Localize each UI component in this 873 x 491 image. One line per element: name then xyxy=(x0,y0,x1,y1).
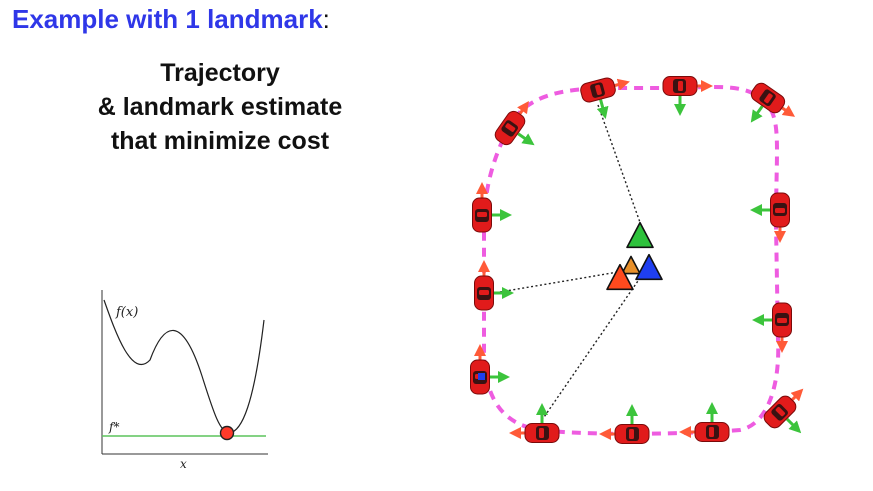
observation-line xyxy=(597,104,643,229)
x-axis-label: x xyxy=(180,457,187,471)
landmark-red-triangle xyxy=(606,263,634,291)
robot-pose xyxy=(470,344,510,395)
car-roof xyxy=(775,406,786,417)
car-roof xyxy=(595,84,602,96)
start-marker xyxy=(478,373,485,380)
cost-function-plot: f(x) f* x xyxy=(101,290,268,471)
landmark-estimates xyxy=(606,221,663,291)
subtitle-line-2: & landmark estimate xyxy=(97,93,343,121)
car-roof xyxy=(678,81,683,91)
robot-pose xyxy=(472,182,512,233)
robot-pose xyxy=(763,388,804,434)
car-roof xyxy=(477,212,487,217)
slide-subtitle: Trajectory & landmark estimate that mini… xyxy=(20,56,420,158)
subtitle-line-1: Trajectory xyxy=(160,59,280,87)
car-roof xyxy=(629,429,634,439)
trajectory-path xyxy=(482,84,781,436)
car-roof xyxy=(764,93,773,104)
car-roof xyxy=(775,208,785,213)
heading-colon: : xyxy=(322,4,330,34)
car-roof xyxy=(777,318,787,323)
slide-heading: Example with 1 landmark: xyxy=(12,4,330,35)
robot-pose xyxy=(494,100,535,146)
car-roof xyxy=(539,428,544,438)
min-label: f* xyxy=(108,420,119,434)
robot-pose xyxy=(662,76,713,116)
robot-pose xyxy=(474,260,514,311)
curve-label: f(x) xyxy=(115,305,138,320)
landmark-orange-triangle xyxy=(621,255,641,275)
robot-poses xyxy=(470,76,804,444)
robot-pose xyxy=(599,404,650,444)
slam-scene xyxy=(470,76,804,444)
minimum-point xyxy=(219,425,235,441)
observation-line xyxy=(499,271,619,293)
robot-pose xyxy=(679,402,730,442)
landmark-observations xyxy=(499,104,643,421)
lateral-arrow xyxy=(596,99,609,119)
car-roof xyxy=(505,123,516,132)
observation-line xyxy=(541,277,641,421)
lateral-arrow xyxy=(750,105,764,123)
car-roof xyxy=(709,427,714,437)
lateral-arrow xyxy=(517,132,535,146)
robot-pose xyxy=(750,82,796,123)
cost-curve xyxy=(103,299,265,434)
lateral-arrow xyxy=(786,418,802,434)
landmark-green-triangle xyxy=(626,221,654,249)
subtitle-line-3: that minimize cost xyxy=(110,127,330,155)
car-roof xyxy=(479,290,489,295)
robot-pose xyxy=(750,192,790,243)
robot-pose xyxy=(752,302,792,353)
robot-pose xyxy=(509,403,560,443)
robot-pose xyxy=(580,77,630,119)
landmark-blue-triangle xyxy=(635,253,663,281)
heading-highlight: Example with 1 landmark xyxy=(12,4,323,34)
